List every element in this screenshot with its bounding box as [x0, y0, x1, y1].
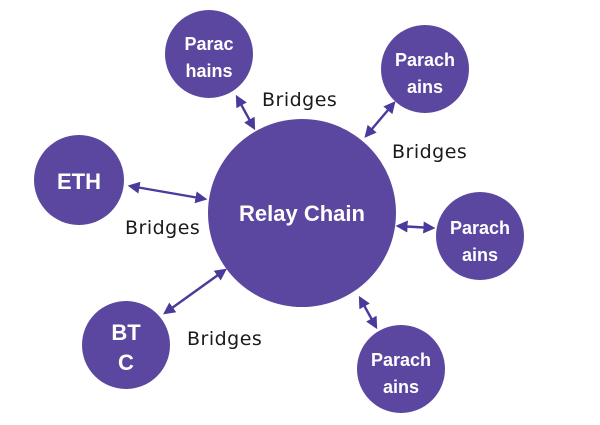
- parachain-label-line1: Parac: [184, 34, 233, 54]
- parachain-circle: [357, 325, 445, 413]
- btc-label-line2: C: [118, 350, 134, 375]
- eth-circle: [34, 135, 124, 225]
- parachain-label-line2: hains: [185, 61, 232, 81]
- parachain-label-line2: ains: [462, 245, 498, 265]
- bridge-label-left: Bridges: [125, 217, 200, 239]
- parachain-circle: [165, 10, 253, 98]
- parachain-node-right: Parach ains: [436, 192, 524, 280]
- eth-node: ETH: [34, 135, 124, 225]
- btc-circle: [82, 301, 170, 389]
- parachain-node-bottom-right: Parach ains: [357, 325, 445, 413]
- relay-chain-circle: [208, 119, 396, 307]
- arrow-eth: [127, 181, 208, 204]
- parachain-label-line2: ains: [407, 77, 443, 97]
- arrow-parachain-bottom-right: [358, 295, 378, 330]
- relay-chain-label: Relay Chain: [239, 201, 365, 226]
- parachain-label-line1: Parach: [371, 350, 431, 370]
- parachain-label-line2: ains: [383, 377, 419, 397]
- bridge-label-upper-right: Bridges: [392, 141, 467, 163]
- arrow-parachain-top-left: [235, 94, 256, 131]
- btc-node: BT C: [82, 301, 170, 389]
- parachain-label-line1: Parach: [450, 218, 510, 238]
- parachain-label-line1: Parach: [395, 50, 455, 70]
- arrow-btc: [163, 268, 227, 315]
- parachain-circle: [381, 25, 469, 113]
- parachain-circle: [436, 192, 524, 280]
- parachain-node-top-left: Parac hains: [165, 10, 253, 98]
- bridge-label-bottom: Bridges: [187, 328, 262, 350]
- eth-label: ETH: [57, 169, 101, 194]
- btc-label-line1: BT: [111, 320, 141, 345]
- arrow-parachain-right: [395, 220, 436, 234]
- bridge-label-top: Bridges: [262, 89, 337, 111]
- arrow-parachain-top-right: [364, 101, 396, 138]
- parachain-node-top-right: Parach ains: [381, 25, 469, 113]
- relay-chain-node: Relay Chain: [208, 119, 396, 307]
